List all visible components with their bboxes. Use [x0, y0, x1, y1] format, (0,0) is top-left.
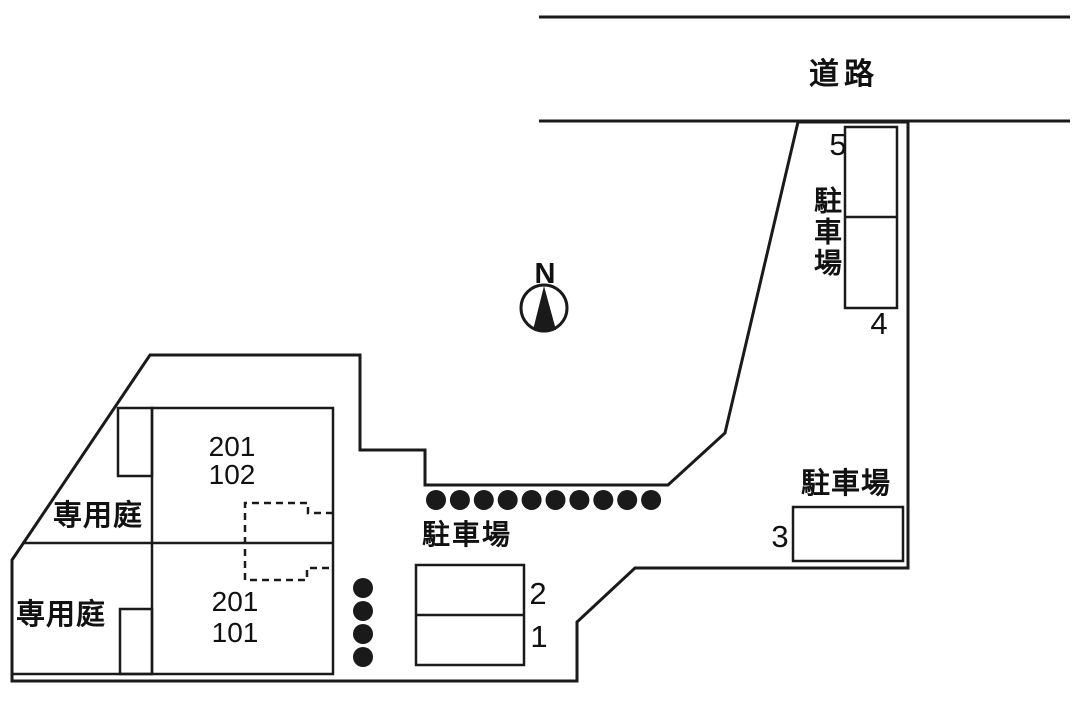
- shrub-dot-icon: [353, 578, 373, 598]
- shrub-dot-icon: [569, 490, 590, 510]
- stall-5-label: 5: [829, 127, 847, 162]
- compass-circle-icon: [519, 283, 569, 333]
- shrub-dot-icon: [353, 624, 373, 644]
- shrub-dot-icon: [353, 601, 373, 621]
- shrub-column-icons: [353, 578, 373, 667]
- shrub-dot-icon: [593, 490, 614, 510]
- shrub-dot-icon: [353, 647, 373, 667]
- unit-lower-101-label: 101: [211, 617, 259, 648]
- shrub-row-icons: [426, 490, 662, 510]
- compass-needle-icon: [533, 286, 556, 330]
- site-boundary-outline: [10, 120, 910, 683]
- balcony-lower-outline: [118, 607, 154, 676]
- shrub-dot-icon: [449, 490, 470, 510]
- building-outline: [150, 406, 335, 676]
- shrub-dot-icon: [641, 490, 662, 510]
- shrub-dot-icon: [497, 490, 518, 510]
- unit-upper-102-label: 102: [208, 459, 256, 490]
- unit-upper-201-label: 201: [208, 431, 256, 462]
- garden-upper-label: 専用庭: [53, 500, 144, 532]
- shrub-dot-icon: [545, 490, 566, 510]
- shrub-dot-icon: [617, 490, 638, 510]
- stall-4-label: 4: [870, 306, 888, 341]
- compass-north-label: N: [534, 258, 556, 290]
- balcony-upper-outline: [116, 406, 154, 478]
- stall-3-label: 3: [771, 519, 789, 554]
- entrance-dashed-outline: [243, 501, 333, 582]
- shrub-dot-icon: [426, 490, 446, 510]
- garden-lower-label: 専用庭: [16, 599, 107, 631]
- stall-1-label: 1: [530, 619, 548, 654]
- stall-2-label: 2: [529, 576, 547, 611]
- parking-north-lot-label: 駐車場: [811, 186, 842, 279]
- shrub-dot-icon: [473, 490, 494, 510]
- parking-east-lot-label: 駐車場: [801, 468, 892, 500]
- unit-lower-201-label: 201: [211, 586, 259, 617]
- shrub-dot-icon: [521, 490, 542, 510]
- road-label: 道路: [809, 58, 879, 91]
- parking-stall-3-outline: [791, 505, 905, 563]
- parking-south-lot-label: 駐車場: [422, 519, 513, 550]
